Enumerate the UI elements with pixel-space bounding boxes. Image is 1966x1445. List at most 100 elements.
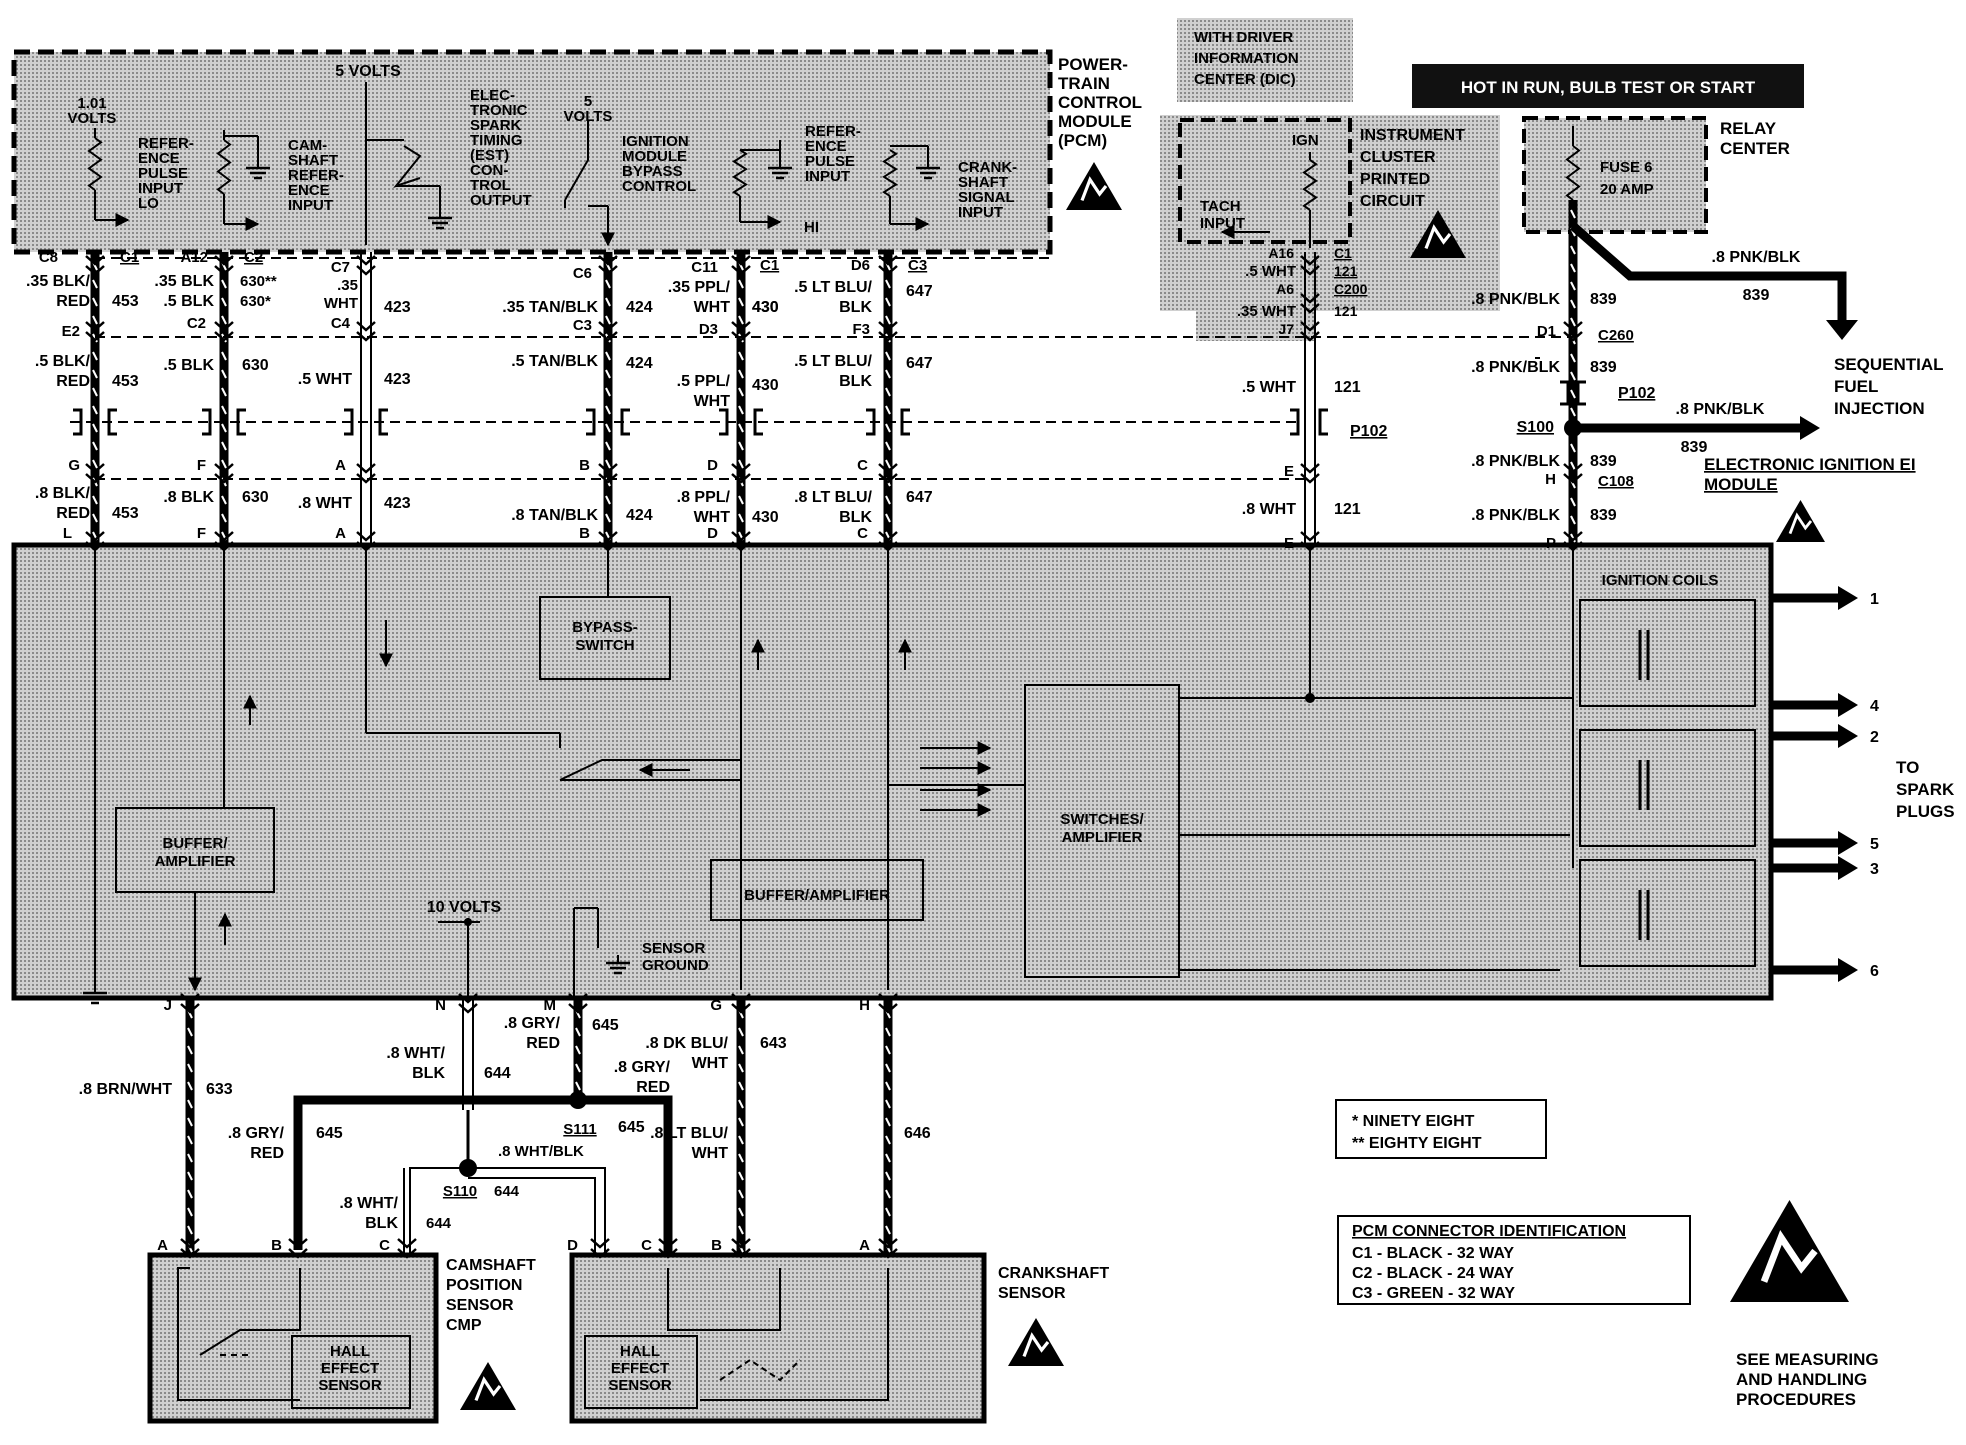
circuit-label: 424 bbox=[626, 355, 653, 372]
wire-stripe bbox=[221, 369, 227, 379]
wire-stripe bbox=[187, 1225, 193, 1235]
wire-stripe bbox=[885, 315, 891, 325]
dic-block bbox=[1177, 18, 1353, 102]
wire-stripe bbox=[738, 315, 744, 325]
tach-connector-mark bbox=[1300, 473, 1320, 484]
color-label: WHT bbox=[692, 1055, 729, 1072]
circuit-label: 121 bbox=[1334, 303, 1358, 319]
wire-stripe bbox=[187, 1171, 193, 1181]
circuit-label: 630 bbox=[242, 357, 269, 374]
wire-stripe bbox=[187, 1135, 193, 1145]
wire-stripe bbox=[92, 405, 98, 415]
connector-mark bbox=[598, 331, 618, 342]
circuit-label: 121 bbox=[1334, 263, 1358, 279]
color-label: RED bbox=[56, 293, 90, 310]
pin-label: F3 bbox=[852, 321, 870, 338]
color-label: .35 WHT bbox=[1237, 303, 1296, 320]
cluster-name: PRINTED bbox=[1360, 171, 1430, 188]
connector-mark bbox=[85, 463, 105, 474]
wire-stripe bbox=[92, 369, 98, 379]
pcm-name: TRAIN bbox=[1058, 74, 1110, 93]
wire-stripe bbox=[92, 459, 98, 469]
cmp-label: CMP bbox=[446, 1317, 482, 1334]
color-label: .8 GRY/ bbox=[504, 1015, 561, 1032]
wire-stripe bbox=[221, 495, 227, 505]
dic-name: INFORMATION bbox=[1194, 50, 1299, 67]
pin-label: B bbox=[579, 525, 590, 542]
tach-connector-mark bbox=[1300, 303, 1320, 314]
p102-bracket bbox=[73, 408, 83, 436]
color-label: .5 LT BLU/ bbox=[794, 279, 872, 296]
wire-stripe bbox=[92, 513, 98, 523]
pin-label: A bbox=[335, 457, 346, 474]
tach-connector-mark bbox=[1300, 293, 1320, 304]
pin-label: A bbox=[859, 1237, 870, 1254]
circuit-label: 630 bbox=[242, 489, 269, 506]
circuit-label: 424 bbox=[626, 507, 653, 524]
splice-s111 bbox=[569, 1091, 587, 1109]
pin-label: C bbox=[379, 1237, 390, 1254]
wire-stripe bbox=[92, 297, 98, 307]
circuit-label: 647 bbox=[906, 355, 933, 372]
tach-connector-mark bbox=[1300, 255, 1320, 266]
wire-stripe bbox=[221, 405, 227, 415]
pcm-input-bypass-ctrl: BYPASS bbox=[622, 163, 683, 180]
wire-stripe bbox=[221, 513, 227, 523]
color-label: .8 LT BLU/ bbox=[794, 489, 872, 506]
connector-mark bbox=[731, 531, 751, 542]
wire-stripe bbox=[605, 423, 611, 433]
wire-stripe bbox=[187, 1027, 193, 1037]
ten-volts-label: 10 VOLTS bbox=[427, 899, 502, 916]
color-label: .8 PPL/ bbox=[677, 489, 731, 506]
pin-label: D bbox=[707, 525, 718, 542]
wire-stripe bbox=[605, 279, 611, 289]
connector-mark bbox=[356, 531, 376, 542]
cluster-esd-icon bbox=[1410, 210, 1466, 258]
wire-stripe bbox=[885, 1171, 891, 1181]
sensor-ground-label: GROUND bbox=[642, 957, 709, 974]
p102-bracket bbox=[202, 408, 212, 436]
wire-stripe bbox=[885, 1189, 891, 1199]
spark-arrow bbox=[1838, 693, 1858, 717]
buffer-amp-left-label: AMPLIFIER bbox=[155, 853, 236, 870]
cmp-internal bbox=[199, 1268, 301, 1356]
splice-label: S100 bbox=[1517, 419, 1554, 436]
wire-stripe bbox=[885, 1099, 891, 1109]
circuit-label: 839 bbox=[1590, 291, 1617, 308]
hall-label-2: HALL bbox=[620, 1343, 660, 1360]
wire-stripe bbox=[605, 513, 611, 523]
wire-stripe bbox=[187, 1207, 193, 1217]
color-label: .5 WHT bbox=[1245, 263, 1296, 280]
p102-bracket bbox=[1318, 408, 1328, 436]
spark-arrow bbox=[1838, 586, 1858, 610]
color-label: .5 TAN/BLK bbox=[511, 353, 598, 370]
color-label: .8 PNK/BLK bbox=[1712, 249, 1801, 266]
wire-stripe bbox=[1570, 317, 1576, 327]
wire-stripe bbox=[221, 351, 227, 361]
pwr-branch-arrow bbox=[1826, 320, 1858, 340]
wire-stripe bbox=[738, 405, 744, 415]
relay-center-block bbox=[1522, 116, 1708, 234]
pcm-input-est: CON- bbox=[470, 162, 508, 179]
pcm-input-cam-ref: INPUT bbox=[288, 197, 333, 214]
connector-mark bbox=[214, 473, 234, 484]
bottom-connector-mark bbox=[180, 993, 200, 1004]
wire-stripe bbox=[738, 1171, 744, 1181]
pin-label: D6 bbox=[851, 257, 870, 274]
connector-mark bbox=[356, 463, 376, 474]
cluster-res bbox=[1302, 159, 1318, 211]
p102-bracket bbox=[866, 408, 876, 436]
bottom-connector-mark bbox=[568, 993, 588, 1004]
buffer-amp-mid-label: BUFFER/AMPLIFIER bbox=[744, 887, 890, 904]
wire-stripe bbox=[738, 1225, 744, 1235]
wire-stripe bbox=[885, 279, 891, 289]
wire-stripe bbox=[885, 1135, 891, 1145]
pcm-5v-2: 5 bbox=[584, 93, 592, 110]
cmp-esd-icon bbox=[460, 1362, 516, 1410]
wire-stripe bbox=[885, 1153, 891, 1163]
est-switch bbox=[393, 145, 422, 189]
wire-stripe bbox=[221, 279, 227, 289]
pcm-input-ref-lo: INPUT bbox=[138, 180, 183, 197]
